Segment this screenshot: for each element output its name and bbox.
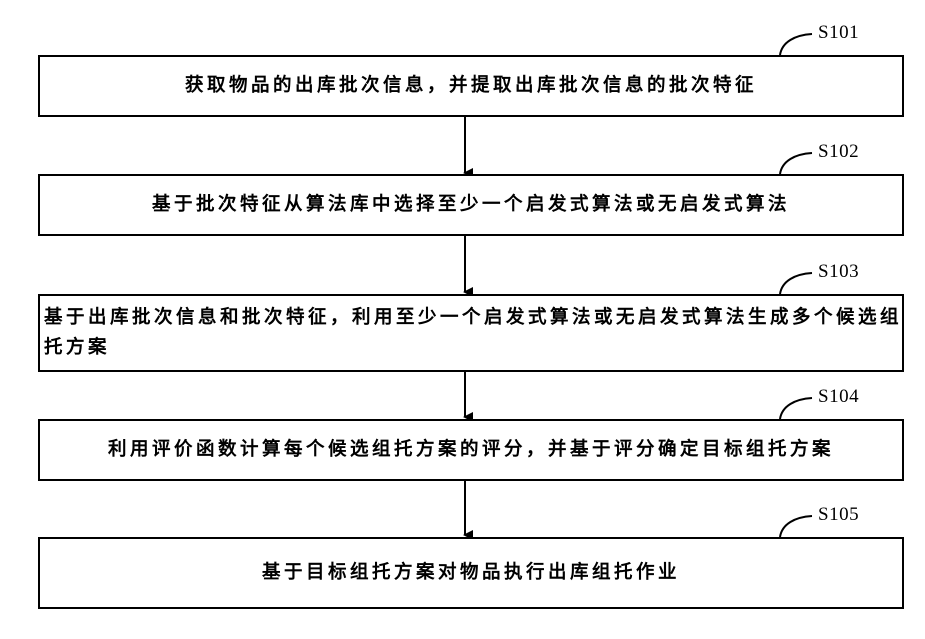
step-text-s104: 利用评价函数计算每个候选组托方案的评分，并基于评分确定目标组托方案 bbox=[40, 435, 902, 465]
step-label-s101: S101 bbox=[818, 22, 859, 44]
step-text-s102: 基于批次特征从算法库中选择至少一个启发式算法或无启发式算法 bbox=[40, 190, 902, 220]
step-label-s105: S105 bbox=[818, 504, 859, 526]
step-label-s104: S104 bbox=[818, 386, 859, 408]
leader-s105 bbox=[780, 516, 812, 537]
step-text-s105: 基于目标组托方案对物品执行出库组托作业 bbox=[40, 558, 902, 588]
step-box-s102: 基于批次特征从算法库中选择至少一个启发式算法或无启发式算法 bbox=[38, 174, 904, 236]
step-box-s103: 基于出库批次信息和批次特征，利用至少一个启发式算法或无启发式算法生成多个候选组托… bbox=[38, 294, 904, 372]
leader-s101 bbox=[780, 34, 812, 55]
step-label-s103: S103 bbox=[818, 261, 859, 283]
leader-s102 bbox=[780, 153, 812, 174]
step-box-s105: 基于目标组托方案对物品执行出库组托作业 bbox=[38, 537, 904, 609]
step-label-s102: S102 bbox=[818, 141, 859, 163]
step-text-s103: 基于出库批次信息和批次特征，利用至少一个启发式算法或无启发式算法生成多个候选组托… bbox=[40, 303, 902, 363]
step-box-s104: 利用评价函数计算每个候选组托方案的评分，并基于评分确定目标组托方案 bbox=[38, 419, 904, 481]
step-text-s101: 获取物品的出库批次信息，并提取出库批次信息的批次特征 bbox=[40, 71, 902, 101]
leader-s103 bbox=[780, 273, 812, 294]
step-box-s101: 获取物品的出库批次信息，并提取出库批次信息的批次特征 bbox=[38, 55, 904, 117]
leader-s104 bbox=[780, 398, 812, 419]
